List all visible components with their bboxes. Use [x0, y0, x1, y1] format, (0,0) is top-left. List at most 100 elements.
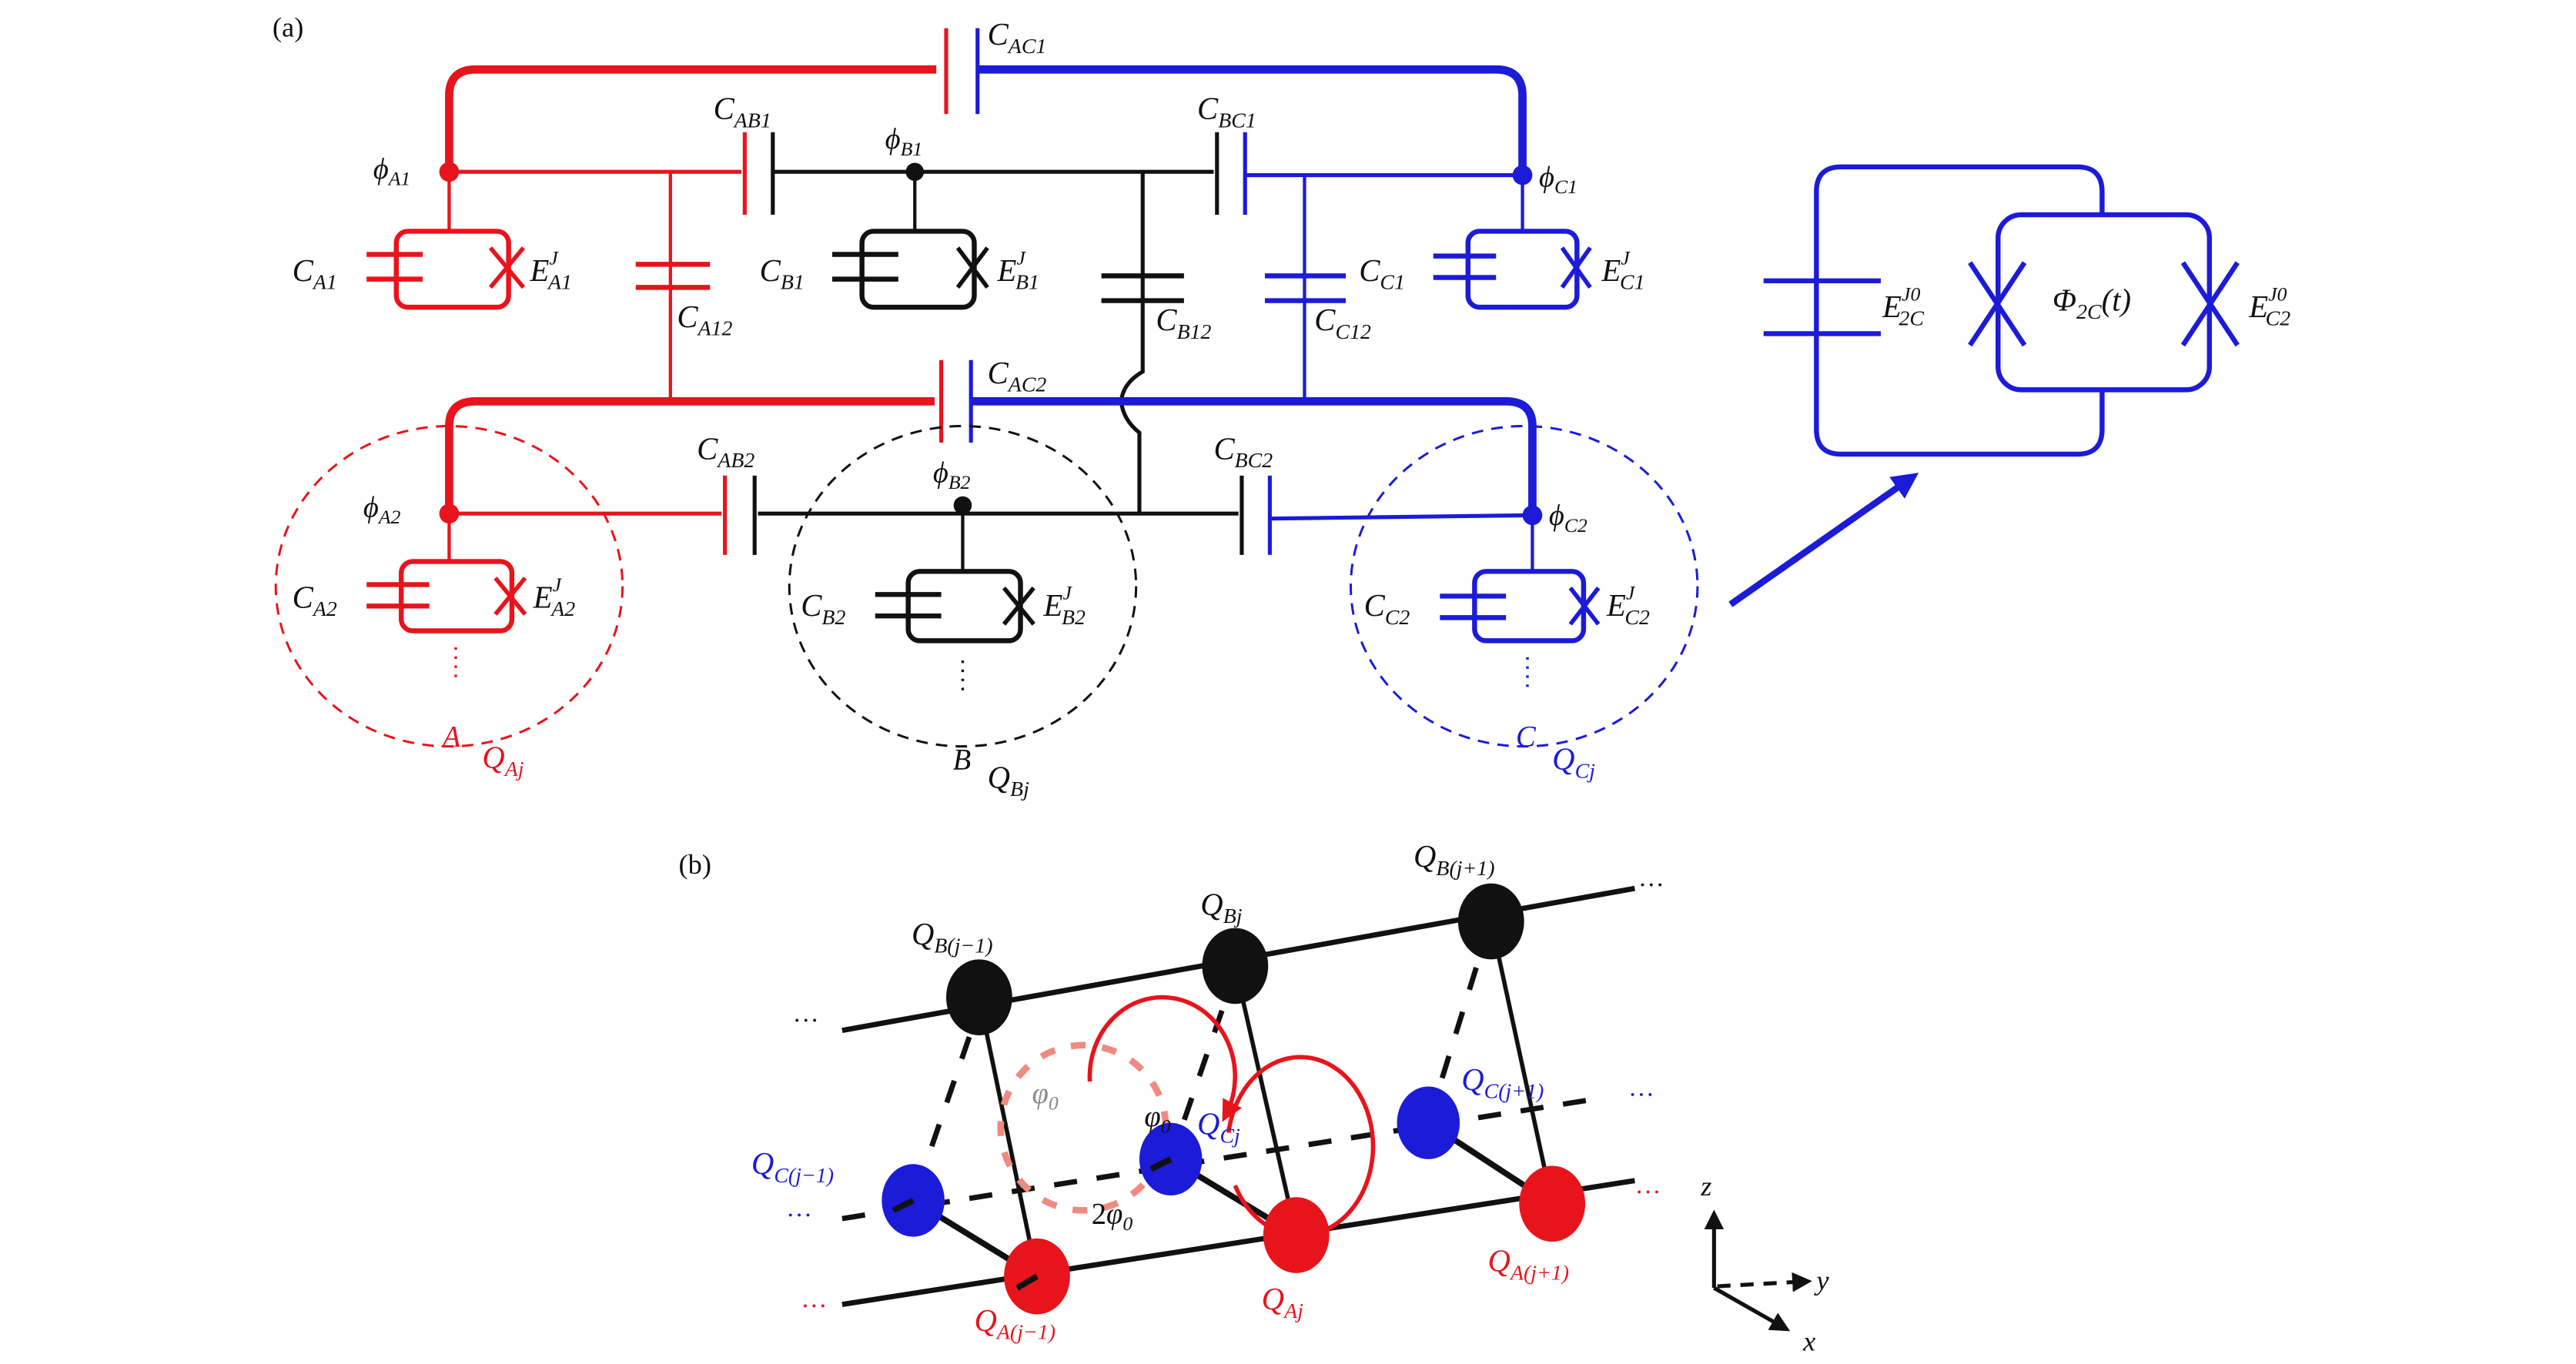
rung-b-a-jp1 — [1489, 921, 1554, 1205]
label-phase-phi0: φ0 — [1144, 1101, 1170, 1138]
rung-b-a-jm1 — [977, 997, 1039, 1277]
label-phi-c1: ϕC1 — [1539, 162, 1577, 199]
label-c-b2: CB2 — [801, 588, 845, 630]
qubit-a-jp1 — [1519, 1165, 1586, 1242]
zoom-arrow-icon — [1728, 473, 1919, 607]
axes-triad: z y x — [1700, 1171, 1829, 1357]
inset-outer-loop — [1814, 164, 2105, 457]
axis-z-label: z — [1700, 1171, 1711, 1202]
phase-loop-dashed — [997, 1041, 1169, 1214]
group-c-qubit: QCj — [1552, 742, 1595, 784]
group-c-letter: C — [1516, 721, 1537, 754]
label-qc-jm1: QC(j−1) — [751, 1146, 834, 1188]
label-qc-j: QCj — [1197, 1107, 1240, 1148]
label-phi-b2: ϕB2 — [933, 456, 971, 493]
label-phase-2phi0: 2φ0 — [1092, 1199, 1133, 1235]
qubit-loop-c1 — [1465, 229, 1580, 310]
bond-stub-jm1 — [892, 1198, 915, 1213]
label-qc-jp1: QC(j+1) — [1461, 1062, 1544, 1104]
label-c-ab2: CAB2 — [697, 431, 754, 473]
junction-b1-icon — [955, 246, 989, 289]
label-phase-phi0-grey: φ0 — [1032, 1078, 1059, 1115]
label-qa-j: QAj — [1262, 1282, 1303, 1323]
label-c-c1: CC1 — [1359, 253, 1405, 295]
panel-b: (b) · — [679, 839, 1830, 1356]
group-a-boundary — [274, 425, 624, 748]
junction-a1-icon — [488, 246, 526, 289]
dots-c-right: ··· — [1628, 1080, 1654, 1109]
bus-a2-top — [445, 397, 935, 513]
bus-a1-top — [445, 65, 937, 172]
bus-c1-top — [979, 65, 1527, 172]
group-b-qubit: QBj — [988, 760, 1029, 801]
label-c-a2: CA2 — [293, 580, 337, 621]
group-b-letter: B — [953, 744, 972, 777]
axis-y-arrow-icon — [1717, 1272, 1812, 1292]
dots-b-left: ··· — [793, 1005, 819, 1035]
bond-stub-j — [1149, 1156, 1173, 1172]
label-qb-jp1: QB(j+1) — [1413, 839, 1495, 881]
axis-x-label: x — [1802, 1326, 1815, 1357]
label-qb-j: QBj — [1200, 887, 1242, 928]
label-qa-jp1: QA(j+1) — [1488, 1244, 1570, 1285]
qubit-loop-c2 — [1472, 569, 1587, 644]
qubit-loop-a2 — [398, 559, 515, 634]
junction-a2-icon — [493, 577, 527, 616]
label-c-c2: CC2 — [1364, 588, 1410, 630]
label-c-a12: CA12 — [677, 299, 732, 341]
rung-b-a-j — [1233, 965, 1299, 1236]
panel-a: (a) — [273, 12, 2290, 801]
label-c-ac2: CAC2 — [988, 356, 1047, 397]
junction-c2-icon — [1568, 587, 1601, 626]
qubit-b-j — [1202, 928, 1269, 1005]
junction-c1-icon — [1560, 246, 1592, 289]
group-b-boundary — [788, 425, 1138, 748]
dots-a-right: ··· — [1634, 1177, 1661, 1206]
label-c-a1: CA1 — [293, 253, 337, 295]
label-c-ac1: CAC1 — [988, 17, 1047, 59]
panel-b-tag: (b) — [679, 849, 712, 880]
qubit-c-jp1 — [1397, 1086, 1460, 1159]
dots-c-left: ··· — [786, 1201, 812, 1230]
inset-squid — [1763, 164, 2240, 457]
node-a2 — [439, 503, 460, 524]
label-c-ab1: CAB1 — [714, 92, 771, 133]
label-c-bc2: CBC2 — [1213, 431, 1273, 473]
panel-a-tag: (a) — [273, 12, 303, 42]
label-qb-jm1: QB(j−1) — [912, 917, 993, 958]
qubit-loop-a1 — [393, 229, 511, 310]
label-inset-flux: Φ2C(t) — [2052, 282, 2131, 324]
wire-bc2-c2 — [1270, 513, 1533, 521]
qubit-a-j — [1263, 1197, 1330, 1273]
bond-stub-a-jm1 — [1015, 1273, 1039, 1291]
label-qa-jm1: QA(j−1) — [974, 1303, 1055, 1345]
chain-a-line — [841, 1178, 1635, 1308]
label-phi-c2: ϕC2 — [1549, 500, 1587, 537]
dots-a-left: ··· — [801, 1291, 827, 1320]
dots-b-right: ··· — [1638, 871, 1664, 900]
label-phi-b1: ϕB1 — [885, 123, 923, 160]
qubit-loop-b2 — [905, 569, 1023, 644]
label-c-b1: CB1 — [760, 253, 805, 295]
inset-junction-left-icon — [1968, 261, 2027, 347]
label-c-b12: CB12 — [1156, 303, 1211, 344]
label-phi-a2: ϕA2 — [363, 492, 401, 529]
axis-x-arrow-icon — [1713, 1285, 1791, 1332]
label-phi-a1: ϕA1 — [373, 153, 411, 190]
qubit-loop-b1 — [859, 229, 977, 310]
phase-loop-arrow-icon — [1087, 995, 1242, 1122]
group-a-letter: A — [440, 721, 461, 754]
junction-b2-icon — [1002, 586, 1035, 626]
group-a-qubit: QAj — [482, 741, 524, 782]
axis-y-label: y — [1813, 1265, 1829, 1295]
label-c-c12: CC12 — [1314, 303, 1371, 344]
wire-b12 — [1119, 172, 1145, 513]
